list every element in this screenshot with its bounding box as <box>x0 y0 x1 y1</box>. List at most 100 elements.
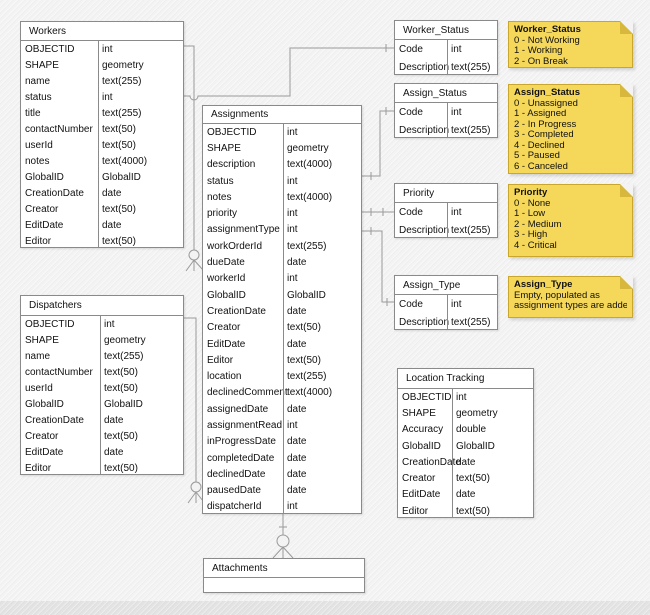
table-title[interactable]: Assign_Status <box>395 84 497 103</box>
connector-dispatchers-assignments[interactable] <box>184 317 204 504</box>
field-name: name <box>25 350 51 362</box>
table-title[interactable]: Attachments <box>204 559 364 578</box>
connector-assignments-assign-status[interactable] <box>362 107 394 180</box>
table-title[interactable]: Location Tracking <box>398 369 533 389</box>
table-attachments[interactable]: Attachments <box>203 558 365 593</box>
field-name: Code <box>399 298 423 310</box>
table-title[interactable]: Priority <box>395 184 497 203</box>
connector-workers-worker-status[interactable] <box>184 44 394 101</box>
field-type: text(4000) <box>287 387 333 399</box>
connector-assignments-attachments[interactable] <box>272 514 294 559</box>
connector-assignments-priority[interactable] <box>362 208 394 216</box>
column-divider <box>100 316 101 474</box>
table-title[interactable]: Workers <box>21 22 183 41</box>
field-type: text(50) <box>102 123 136 135</box>
connector-workers-assignments[interactable] <box>184 45 204 272</box>
connector-assignments-assign-type[interactable] <box>362 227 394 306</box>
table-title[interactable]: Worker_Status <box>395 21 497 40</box>
table-title[interactable]: Dispatchers <box>21 296 183 316</box>
table-row[interactable] <box>204 578 364 594</box>
field-type: int <box>104 318 115 330</box>
table-title[interactable]: Assign_Type <box>395 276 497 295</box>
table-title[interactable]: Assignments <box>203 106 361 124</box>
